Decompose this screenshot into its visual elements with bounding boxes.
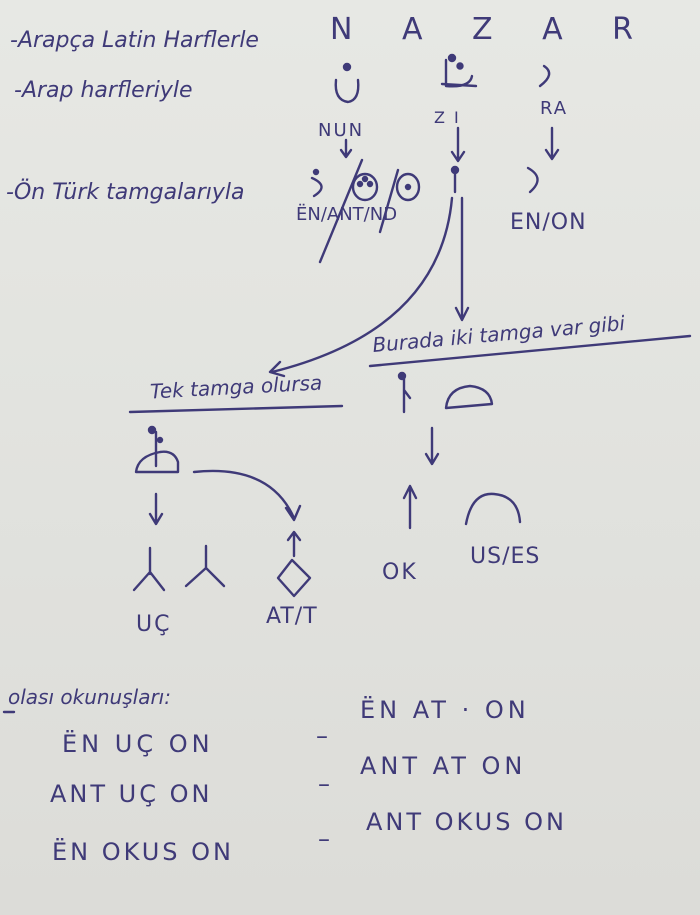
tamga-uc-glyph-2: [184, 544, 226, 588]
reading-row-1-left: ËN UÇ ON: [62, 730, 214, 758]
zi-arrow: [450, 126, 466, 163]
reading-row-3-left: ËN OKUS ON: [52, 838, 235, 866]
tamga-us-glyph: [444, 384, 494, 410]
nun-arrow: [339, 138, 353, 159]
reading-row-1-dash: –: [316, 722, 330, 750]
reading-row-3-dash: –: [318, 825, 332, 853]
branch-arrow-right: [454, 196, 470, 322]
ra-arrow: [544, 126, 560, 161]
branch-arrow-left: [268, 196, 454, 378]
reading-row-2-dash: –: [318, 770, 332, 798]
reading-row-3-right: ANT OKUS ON: [366, 808, 567, 836]
down-arrow-uc: [148, 492, 164, 526]
single-tamga-glyph: [134, 425, 180, 474]
en-on-label: EN/ON: [510, 210, 587, 235]
tamga-en-glyph: [310, 168, 323, 198]
reading-row-2-right: ANT AT ON: [360, 752, 527, 780]
zi-label: Z I: [434, 108, 461, 127]
tamga-zi-stroke: [450, 165, 460, 194]
arabic-nun-glyph: [334, 62, 360, 104]
down-arrow-right: [424, 426, 440, 466]
nun-label: NUN: [318, 120, 365, 141]
readings-title: olası okunuşları:: [8, 685, 171, 709]
line3-label: -Ön Türk tamgalarıyla: [6, 180, 245, 205]
at-t-label: AT/T: [266, 604, 318, 629]
reading-row-1-right: ËN AT · ON: [360, 696, 530, 724]
ok-label: OK: [382, 560, 418, 585]
en-ant-nd-label: ËN/ANT/ND: [296, 204, 398, 225]
us-arch-glyph: [464, 492, 522, 526]
tamga-ra-glyph: [526, 166, 539, 194]
line1-label: -Arapça Latin Harflerle: [10, 28, 259, 53]
curve-arrow-at: [192, 469, 302, 522]
slash-2: [378, 168, 400, 234]
tamga-ant-glyph: [351, 172, 379, 202]
ra-label: RA: [540, 98, 569, 119]
tamga-nd-glyph: [395, 172, 421, 202]
right-title-underline: [368, 334, 692, 368]
ok-up-arrow-glyph: [402, 484, 418, 530]
arabic-zi-glyph: [440, 53, 478, 88]
reading-row-2-left: ANT UÇ ON: [50, 780, 213, 808]
left-title-underline: [128, 404, 344, 414]
us-es-label: US/ES: [470, 544, 541, 569]
tamga-uc-glyph-1: [132, 546, 166, 592]
nazar-latin: N A Z A R: [330, 12, 654, 47]
tamga-ok-glyph: [397, 371, 412, 414]
uc-label: UÇ: [136, 612, 172, 637]
arabic-ra-glyph: [538, 64, 551, 88]
line2-label: -Arap harfleriyle: [14, 78, 193, 103]
slash-1: [318, 158, 364, 264]
tamga-at-glyph: [276, 530, 312, 598]
